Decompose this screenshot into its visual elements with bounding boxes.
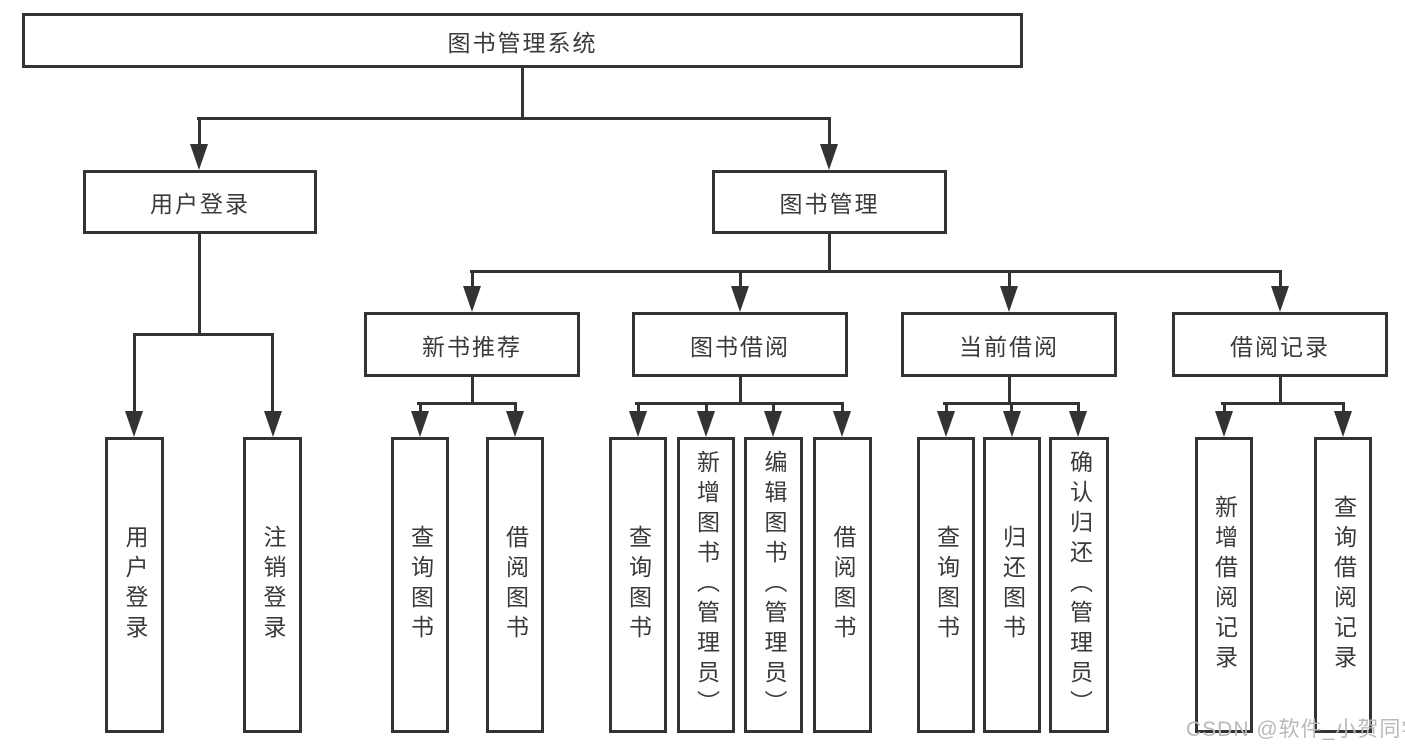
- leaf-query-borrow-record: 查询借阅记录: [1314, 437, 1372, 733]
- leaf-label: 查询借阅记录: [1330, 495, 1357, 675]
- leaf-label: 注销登录: [260, 525, 286, 645]
- leaf-label: 归还图书: [999, 525, 1026, 645]
- arrow-down-icon: [506, 411, 524, 437]
- leaf-label: 用户登录: [122, 525, 148, 645]
- connector-shaft: [1010, 403, 1013, 415]
- connector-borrowing-split: [635, 402, 844, 405]
- node-current-borrowing: 当前借阅: [901, 312, 1117, 377]
- node-root-label: 图书管理系统: [447, 29, 598, 56]
- leaf-user-login: 用户登录: [105, 437, 164, 733]
- node-new-book-recommend-label: 新书推荐: [422, 333, 522, 360]
- arrow-down-icon: [1069, 411, 1087, 437]
- node-user-login: 用户登录: [83, 170, 317, 234]
- leaf-edit-books-admin: 编辑图书（管理员）: [744, 437, 803, 733]
- arrow-down-icon: [411, 411, 429, 437]
- node-current-borrowing-label: 当前借阅: [959, 333, 1059, 360]
- leaf-query-books-current: 查询图书: [917, 437, 975, 733]
- arrow-down-icon: [1334, 411, 1352, 437]
- node-book-management: 图书管理: [712, 170, 947, 234]
- leaf-add-borrow-record: 新增借阅记录: [1195, 437, 1253, 733]
- arrow-down-icon: [1000, 286, 1018, 312]
- node-new-book-recommend: 新书推荐: [364, 312, 580, 377]
- connector-shaft: [1008, 271, 1011, 289]
- watermark: CSDN @软件_小贺同学: [1186, 718, 1405, 741]
- arrow-down-icon: [731, 286, 749, 312]
- leaf-confirm-return-admin: 确认归还（管理员）: [1049, 437, 1109, 733]
- connector-shaft: [828, 118, 831, 148]
- leaf-borrow-books-recommend: 借阅图书: [486, 437, 544, 733]
- leaf-label: 新增图书（管理员）: [693, 450, 720, 720]
- arrow-down-icon: [264, 411, 282, 437]
- arrow-down-icon: [764, 411, 782, 437]
- leaf-label: 查询图书: [625, 525, 652, 645]
- connector-shaft: [705, 403, 708, 415]
- node-borrow-records-label: 借阅记录: [1230, 333, 1330, 360]
- arrow-down-icon: [1215, 411, 1233, 437]
- arrow-down-icon: [125, 411, 143, 437]
- connector-level1-split: [197, 117, 831, 120]
- arrow-down-icon: [629, 411, 647, 437]
- connector-borrowing-down: [739, 376, 742, 405]
- leaf-query-books-recommend: 查询图书: [391, 437, 449, 733]
- leaf-label: 借阅图书: [502, 525, 529, 645]
- connector-shaft: [739, 271, 742, 289]
- arrow-down-icon: [190, 144, 208, 170]
- leaf-label: 新增借阅记录: [1211, 495, 1238, 675]
- connector-shaft: [514, 403, 517, 415]
- arrow-down-icon: [937, 411, 955, 437]
- node-borrow-records: 借阅记录: [1172, 312, 1388, 377]
- arrow-down-icon: [820, 144, 838, 170]
- connector-level2-split: [470, 270, 1282, 273]
- leaf-label: 编辑图书（管理员）: [761, 450, 787, 720]
- arrow-down-icon: [463, 286, 481, 312]
- connector-user-login-split: [133, 333, 274, 336]
- connector-root-down: [521, 67, 524, 120]
- connector-current-down: [1008, 376, 1011, 405]
- connector-shaft: [1077, 403, 1080, 415]
- leaf-add-books-admin: 新增图书（管理员）: [677, 437, 735, 733]
- connector-shaft: [271, 334, 274, 414]
- connector-shaft: [198, 118, 201, 148]
- arrow-down-icon: [1003, 411, 1021, 437]
- leaf-label: 确认归还（管理员）: [1066, 450, 1093, 720]
- node-user-login-label: 用户登录: [150, 191, 250, 217]
- connector-book-mgmt-down: [828, 233, 831, 273]
- node-root: 图书管理系统: [22, 13, 1023, 68]
- connector-records-down: [1279, 376, 1282, 405]
- connector-shaft: [1279, 271, 1282, 289]
- leaf-return-books: 归还图书: [983, 437, 1041, 733]
- leaf-borrow-books: 借阅图书: [813, 437, 872, 733]
- leaf-label: 查询图书: [933, 525, 960, 645]
- connector-recommend-split: [417, 402, 517, 405]
- leaf-query-books-borrowing: 查询图书: [609, 437, 667, 733]
- leaf-label: 查询图书: [407, 525, 434, 645]
- connector-shaft: [945, 403, 948, 415]
- node-book-borrowing-label: 图书借阅: [690, 333, 790, 360]
- connector-shaft: [471, 271, 474, 289]
- connector-shaft: [841, 403, 844, 415]
- connector-shaft: [772, 403, 775, 415]
- arrow-down-icon: [833, 411, 851, 437]
- leaf-logout: 注销登录: [243, 437, 302, 733]
- node-book-management-label: 图书管理: [779, 191, 880, 217]
- connector-user-login-down: [198, 233, 201, 336]
- arrow-down-icon: [697, 411, 715, 437]
- leaf-label: 借阅图书: [830, 525, 856, 645]
- arrow-down-icon: [1271, 286, 1289, 312]
- node-book-borrowing: 图书借阅: [632, 312, 848, 377]
- connector-shaft: [133, 334, 136, 414]
- connector-shaft: [1223, 403, 1226, 415]
- connector-shaft: [637, 403, 640, 415]
- connector-shaft: [1342, 403, 1345, 415]
- connector-records-split: [1221, 402, 1345, 405]
- connector-shaft: [419, 403, 422, 415]
- connector-recommend-down: [471, 376, 474, 405]
